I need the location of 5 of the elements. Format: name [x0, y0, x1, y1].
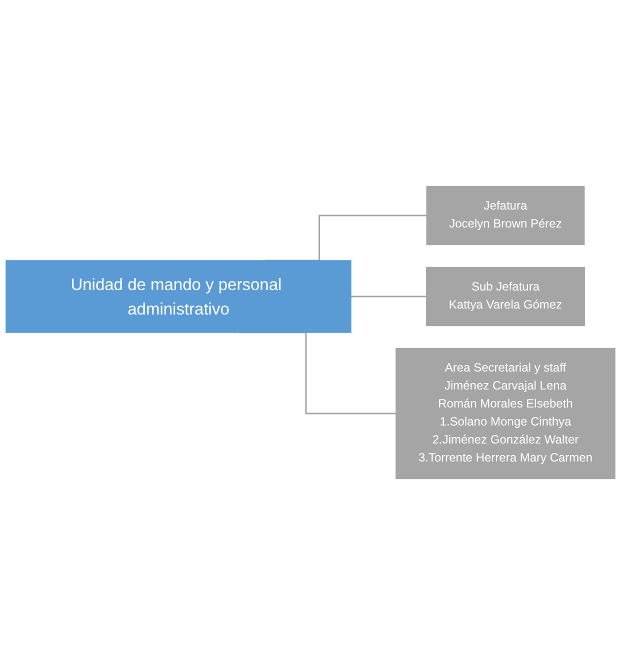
node-box: Sub Jefatura Kattya Varela Gómez [426, 266, 585, 326]
connector [350, 296, 426, 298]
node-box: Area Secretarial y staff Jiménez Carvajal Lena Román Morales Elsebeth 1.Solano Monge Cinthya 2.Jiménez González Walter 3.Torrente Herrera Mary Carmen [396, 348, 616, 480]
node-box: Unidad de mando y personal administrativo [6, 260, 352, 333]
node-box: Jefatura Jocelyn Brown Pérez [426, 186, 585, 246]
